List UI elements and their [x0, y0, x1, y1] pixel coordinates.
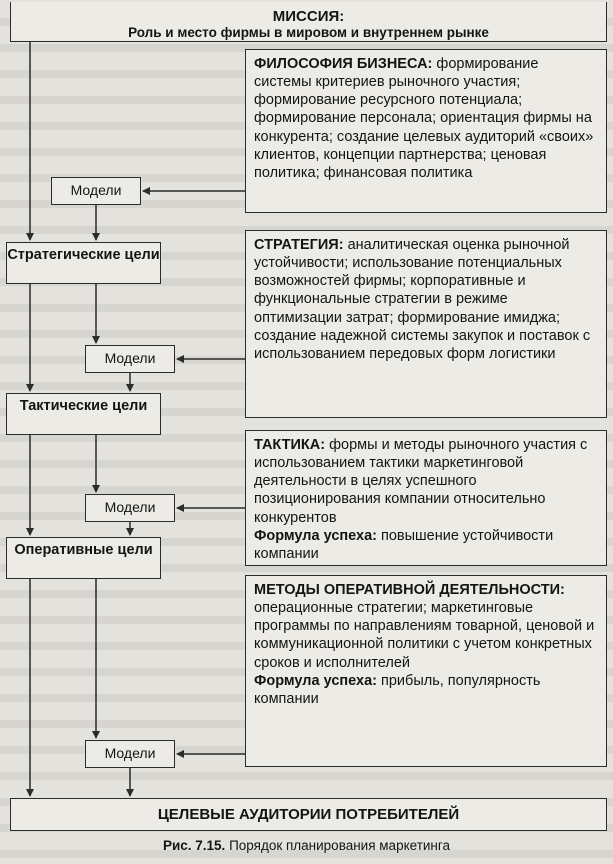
methods-formula-text: прибыль, популярность компании — [254, 672, 541, 707]
strategy-body: аналитическая оценка рыночной устойчивос… — [254, 237, 591, 362]
mission-subtitle: Роль и место фирмы в мировом и внутренне… — [128, 25, 489, 40]
figure-number: Рис. 7.15. — [162, 838, 226, 853]
mission-box: МИССИЯ: Роль и место фирмы в мировом и в… — [10, 2, 607, 42]
philosophy-body: формирование системы критериев рыночного… — [254, 56, 594, 181]
strategy-box: СТРАТЕГИЯ: аналитическая оценка рыночной… — [245, 230, 607, 418]
methods-heading: МЕТОДЫ ОПЕРАТИВНОЙ ДЕЯТЕЛЬНОСТИ: — [254, 582, 565, 598]
philosophy-heading: ФИЛОСОФИЯ БИЗНЕСА: — [254, 56, 433, 72]
models-box-2: Модели — [85, 345, 175, 373]
target-audiences-box: ЦЕЛЕВЫЕ АУДИТОРИИ ПОТРЕБИТЕЛЕЙ — [10, 798, 607, 831]
mission-title: МИССИЯ: — [272, 8, 345, 25]
tactics-formula-text: повышение устойчивости компании — [254, 527, 554, 562]
models-box-3: Модели — [85, 494, 175, 522]
target-audiences-label: ЦЕЛЕВЫЕ АУДИТОРИИ ПОТРЕБИТЕЛЕЙ — [157, 806, 460, 823]
tactics-box: ТАКТИКА: формы и методы рыночного участи… — [245, 430, 607, 566]
methods-body: операционные стратегии; маркетинговые пр… — [254, 600, 595, 671]
figure-caption: Рис. 7.15. Порядок планирования маркетин… — [0, 838, 613, 853]
tactics-heading: ТАКТИКА: — [254, 437, 326, 453]
models-box-4: Модели — [85, 740, 175, 768]
strategy-heading: СТРАТЕГИЯ: — [254, 237, 344, 253]
strategic-goals-box: Стратегические цели — [6, 242, 161, 284]
models-box-1: Модели — [51, 177, 141, 205]
tactical-goals-box: Тактические цели — [6, 393, 161, 435]
tactics-formula-label: Формула успеха: — [254, 527, 377, 544]
philosophy-box: ФИЛОСОФИЯ БИЗНЕСА: формирование системы … — [245, 49, 607, 213]
figure-caption-text: Порядок планирования маркетинга — [225, 838, 451, 853]
tactics-body: формы и методы рыночного участия с испол… — [254, 437, 588, 526]
methods-box: МЕТОДЫ ОПЕРАТИВНОЙ ДЕЯТЕЛЬНОСТИ: операцио… — [245, 575, 607, 767]
operational-goals-box: Оперативные цели — [6, 537, 161, 579]
methods-formula-label: Формула успеха: — [254, 672, 377, 689]
